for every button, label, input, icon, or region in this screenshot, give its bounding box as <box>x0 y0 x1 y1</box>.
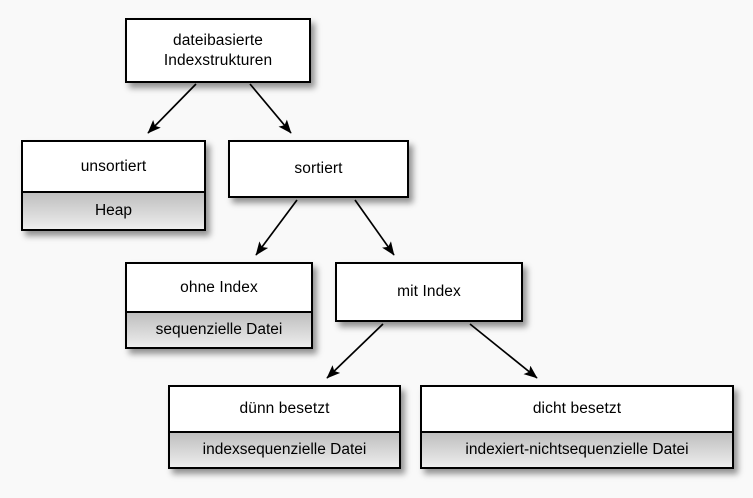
edge-mit-index-dicht-besetzt <box>469 323 538 379</box>
node-mit-index-label: mit Index <box>337 264 521 320</box>
node-duenn-besetzt-sublabel: indexsequenzielle Datei <box>170 431 399 467</box>
node-root-label-line2: Indexstrukturen <box>163 51 273 69</box>
node-root-label: dateibasierte Indexstrukturen <box>127 20 309 81</box>
node-unsortiert-sublabel: Heap <box>23 191 204 229</box>
node-sortiert[interactable]: sortiert <box>228 140 409 198</box>
node-dicht-besetzt[interactable]: dicht besetzt indexiert-nichtsequenziell… <box>420 385 734 469</box>
edge-root-unsortiert <box>147 83 197 134</box>
node-ohne-index-sublabel: sequenzielle Datei <box>127 311 311 347</box>
edge-mit-index-duenn-besetzt <box>326 323 384 379</box>
node-sortiert-label: sortiert <box>230 142 407 196</box>
node-ohne-index-label: ohne Index <box>127 264 311 311</box>
edge-sortiert-ohne-index <box>255 199 298 256</box>
node-dateibasierte-indexstrukturen[interactable]: dateibasierte Indexstrukturen <box>125 18 311 83</box>
node-dicht-besetzt-label: dicht besetzt <box>422 387 732 431</box>
node-root-label-line1: dateibasierte <box>172 31 264 49</box>
node-ohne-index[interactable]: ohne Index sequenzielle Datei <box>125 262 313 349</box>
node-dicht-besetzt-sublabel: indexiert-nichtsequenzielle Datei <box>422 431 732 467</box>
edge-root-sortiert <box>249 83 292 134</box>
node-unsortiert[interactable]: unsortiert Heap <box>21 140 206 231</box>
edge-sortiert-mit-index <box>354 199 395 256</box>
node-mit-index[interactable]: mit Index <box>335 262 523 322</box>
node-duenn-besetzt[interactable]: dünn besetzt indexsequenzielle Datei <box>168 385 401 469</box>
node-unsortiert-label: unsortiert <box>23 142 204 191</box>
node-duenn-besetzt-label: dünn besetzt <box>170 387 399 431</box>
